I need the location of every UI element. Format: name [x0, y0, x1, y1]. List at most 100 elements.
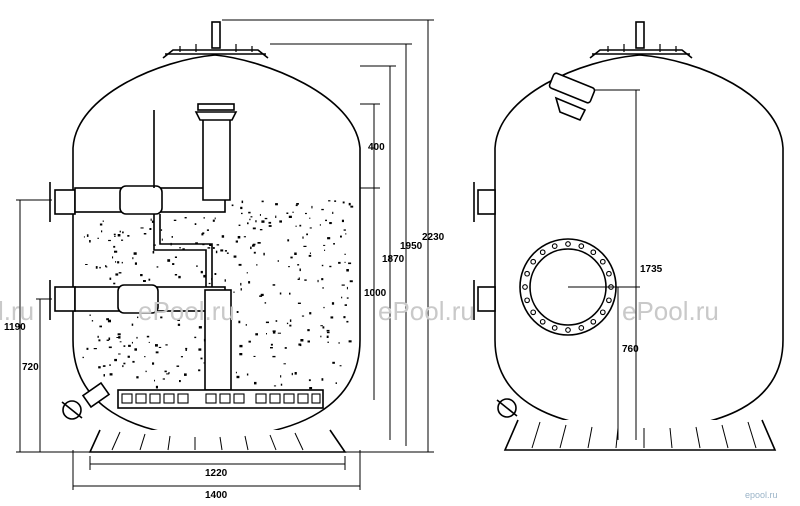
media-speckle [102, 220, 104, 222]
media-speckle [329, 265, 332, 268]
media-speckle [241, 200, 244, 204]
media-speckle [113, 245, 116, 248]
media-speckle [114, 358, 117, 362]
media-speckle [345, 233, 347, 235]
media-speckle [273, 385, 277, 387]
media-speckle [121, 261, 123, 264]
media-speckle [224, 279, 226, 282]
media-speckle [308, 254, 312, 257]
media-speckle [236, 311, 239, 313]
media-speckle [221, 235, 225, 238]
dim-2230: 2230 [422, 232, 445, 243]
media-speckle [167, 259, 171, 262]
media-speckle [326, 331, 330, 334]
media-speckle [132, 257, 134, 260]
media-speckle [237, 236, 241, 239]
media-speckle [198, 369, 201, 372]
media-speckle [295, 204, 298, 207]
media-speckle [309, 312, 312, 315]
drain-valve-right [496, 398, 518, 418]
watermark-edge: l.ru [0, 296, 34, 326]
media-speckle [307, 329, 310, 332]
media-speckle [158, 346, 162, 348]
media-speckle [166, 373, 170, 375]
media-speckle [322, 326, 325, 329]
media-speckle [203, 362, 206, 364]
manhole-bolt [551, 325, 558, 331]
media-speckle [326, 335, 329, 338]
dim-400: 400 [368, 142, 385, 153]
media-speckle [108, 337, 111, 340]
media-speckle [149, 228, 152, 230]
media-speckle [97, 237, 99, 239]
media-speckle [317, 279, 319, 283]
media-speckle [289, 319, 292, 322]
media-speckle [261, 294, 264, 296]
drain-valve-left [61, 381, 111, 420]
media-speckle [143, 233, 147, 235]
media-speckle [95, 266, 98, 269]
media-speckle [115, 261, 117, 263]
dim-1400: 1400 [205, 490, 228, 501]
media-speckle [309, 252, 311, 254]
media-speckle [275, 215, 277, 218]
media-speckle [206, 229, 209, 231]
media-speckle [173, 219, 177, 221]
media-speckle [198, 348, 202, 351]
media-speckle [207, 247, 211, 249]
media-speckle [121, 239, 124, 241]
media-speckle [323, 306, 325, 309]
dim-1190: 1190 [4, 322, 26, 333]
media-speckle [247, 222, 249, 225]
media-speckle [321, 208, 324, 211]
media-speckle [289, 324, 292, 327]
media-speckle [233, 291, 235, 293]
media-speckle [201, 233, 204, 236]
tank-section-view [49, 21, 361, 453]
media-speckle [239, 344, 243, 348]
media-speckle [291, 372, 293, 376]
media-speckle [309, 387, 313, 390]
media-speckle [214, 273, 217, 275]
media-speckle [250, 216, 253, 218]
media-speckle [270, 347, 273, 349]
media-speckle [235, 371, 237, 374]
media-speckle [180, 356, 183, 358]
media-speckle [122, 365, 124, 368]
media-speckle [195, 242, 198, 245]
media-speckle [194, 336, 197, 339]
media-speckle [109, 373, 113, 376]
manhole-bolt [539, 249, 546, 256]
media-speckle [334, 200, 337, 202]
tank-shell-right [494, 54, 784, 431]
media-speckle [268, 221, 272, 224]
media-speckle [164, 370, 167, 373]
media-speckle [86, 234, 89, 237]
manhole-bolt [606, 297, 612, 304]
media-speckle [117, 234, 121, 237]
dimension-lines-right [568, 89, 640, 440]
base-skirt-left [88, 429, 347, 453]
media-speckle [249, 218, 251, 221]
media-speckle [322, 287, 324, 289]
media-speckle [264, 217, 268, 220]
media-speckle [216, 244, 220, 246]
media-speckle [272, 330, 276, 332]
media-speckle [338, 261, 341, 264]
media-speckle [257, 242, 261, 244]
media-speckle [321, 278, 324, 281]
media-speckle [343, 316, 346, 319]
media-speckle [349, 280, 353, 283]
media-speckle [114, 235, 116, 237]
media-speckle [154, 379, 155, 382]
media-speckle [99, 223, 103, 226]
media-speckle [238, 320, 241, 324]
media-speckle [171, 236, 173, 238]
media-speckle [106, 339, 110, 341]
media-speckle [185, 348, 187, 351]
media-speckle [108, 346, 112, 349]
media-speckle [162, 378, 165, 380]
media-speckle [99, 325, 102, 328]
media-speckle [331, 302, 335, 305]
media-speckle [185, 347, 188, 350]
